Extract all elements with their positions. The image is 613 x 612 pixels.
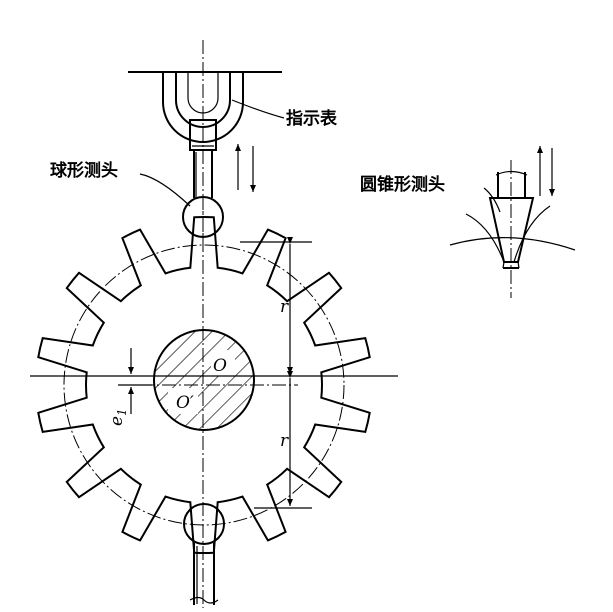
indicator-leader [231,99,285,119]
eccentricity-label: e1 [107,408,129,426]
center-o-prime-label: O′ [176,393,194,413]
ball-probe-leader [139,173,191,207]
motion-arrows-left [235,144,256,192]
eccentricity-dimension [118,348,152,414]
gear-profile [37,216,371,554]
pitch-circle [63,244,345,526]
shaft-section [153,329,255,431]
cone-probe-leader [483,187,501,213]
center-o-label: O [213,356,227,376]
cone-probe-label: 圆锥形测头 [360,174,445,195]
radius-label-lower: r [280,431,289,451]
indicator-label: 指示表 [286,108,338,129]
radius-dimensions [240,237,312,509]
ball-probe-label: 球形测头 [50,160,118,181]
ball-probe-stem [193,150,213,198]
radius-label-upper: r [280,297,289,317]
dial-indicator [128,71,282,151]
ball-probe-bottom [183,503,225,605]
conical-probe-detail [449,146,576,298]
